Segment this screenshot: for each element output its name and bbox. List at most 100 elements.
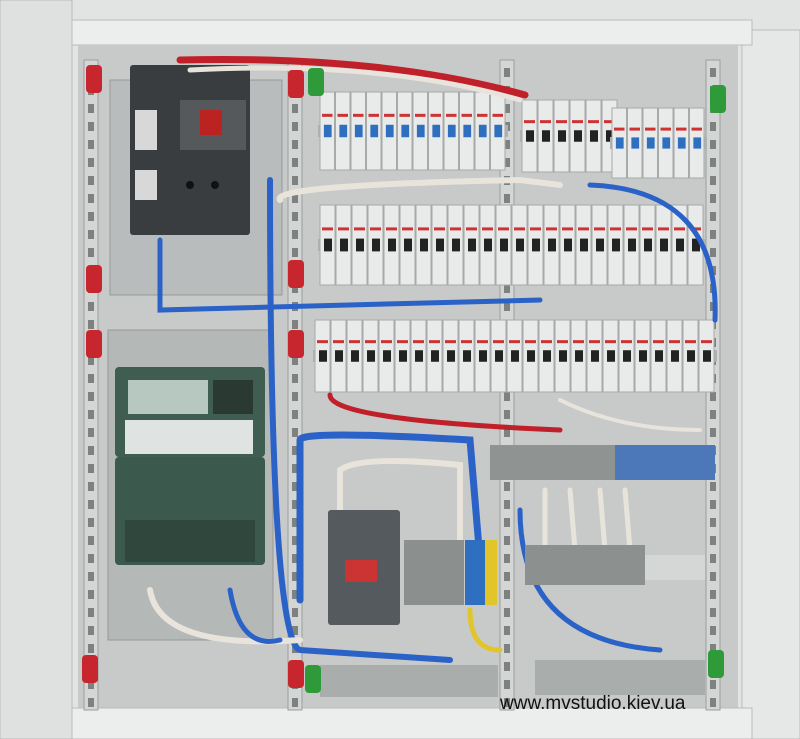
breaker-toggle — [671, 350, 679, 362]
rail-slot — [710, 536, 716, 545]
breaker-label-strip — [466, 227, 477, 231]
rail-slot — [504, 608, 510, 617]
breaker-label-strip — [482, 227, 493, 231]
breaker-label-strip — [658, 227, 669, 231]
breaker-label-strip — [430, 113, 441, 117]
breaker-label-strip — [514, 227, 525, 231]
breaker-toggle — [606, 130, 614, 142]
rail-slot — [292, 698, 298, 707]
breaker-label-strip — [572, 120, 583, 124]
left-door — [0, 0, 73, 739]
breaker-label-strip — [605, 340, 616, 344]
rail-slot — [504, 194, 510, 203]
top-frame — [71, 19, 753, 46]
rail-slot — [292, 572, 298, 581]
rail-slot — [292, 464, 298, 473]
rail-slot — [504, 572, 510, 581]
rail-slot — [292, 626, 298, 635]
rail-slot — [88, 446, 94, 455]
breaker-label-strip — [645, 127, 656, 131]
rail-slot — [88, 122, 94, 131]
breaker-label-strip — [610, 227, 621, 231]
rail-slot — [504, 302, 510, 311]
rail-slot — [710, 644, 716, 653]
breaker-label-strip — [676, 127, 687, 131]
breaker-label-strip — [333, 340, 344, 344]
rail-slot — [88, 104, 94, 113]
rail-slot — [88, 608, 94, 617]
breaker-toggle — [335, 350, 343, 362]
rail-end-clamp — [708, 650, 724, 678]
rail-slot — [292, 176, 298, 185]
rail-slot — [504, 410, 510, 419]
rail-slot — [292, 194, 298, 203]
breaker-toggle — [478, 124, 487, 138]
rail-slot — [292, 608, 298, 617]
rail-slot — [292, 410, 298, 419]
rail-slot — [88, 518, 94, 527]
breaker-toggle — [484, 238, 492, 252]
breaker-toggle — [420, 238, 428, 252]
breaker-label-strip — [573, 340, 584, 344]
rail-slot — [504, 590, 510, 599]
rail-end-clamp — [86, 265, 102, 293]
breaker-toggle — [447, 124, 456, 138]
rail-slot — [710, 554, 716, 563]
breaker-label-strip — [594, 227, 605, 231]
din-rail — [83, 59, 99, 711]
breaker-label-strip — [509, 340, 520, 344]
breaker-toggle — [687, 350, 695, 362]
breaker-toggle — [431, 350, 439, 362]
breaker-label-strip — [701, 340, 712, 344]
breaker-toggle — [416, 124, 425, 138]
rail-slot — [88, 644, 94, 653]
breaker-label-strip — [589, 340, 600, 344]
breaker-toggle — [612, 238, 620, 252]
rail-slot — [710, 428, 716, 437]
lower-devices — [320, 445, 715, 697]
breaker-label-strip — [446, 113, 457, 117]
rail-slot — [292, 518, 298, 527]
breaker-label-strip — [445, 340, 456, 344]
breaker-toggle — [367, 350, 375, 362]
breaker-label-strip — [669, 340, 680, 344]
rail-slot — [292, 446, 298, 455]
breaker-toggle — [516, 238, 524, 252]
rail-slot — [292, 122, 298, 131]
rail-slot — [88, 590, 94, 599]
breaker-label-strip — [524, 120, 535, 124]
rail-slot — [88, 230, 94, 239]
breaker-label-strip — [429, 340, 440, 344]
breaker-toggle — [323, 124, 332, 138]
rail-end-clamp — [288, 260, 304, 288]
rail-slot — [292, 104, 298, 113]
rail-slot — [504, 518, 510, 527]
breaker-label-strip — [477, 340, 488, 344]
breaker-toggle — [548, 238, 556, 252]
breaker-toggle — [356, 238, 364, 252]
rail-slot — [292, 374, 298, 383]
main-breaker — [130, 65, 250, 235]
rail-slot — [292, 230, 298, 239]
breaker-rows — [313, 91, 717, 393]
rail-end-clamp — [82, 655, 98, 683]
breaker-toggle — [623, 350, 631, 362]
rail-end-clamp — [86, 330, 102, 358]
breaker-toggle — [590, 130, 598, 142]
breaker-toggle — [646, 137, 655, 149]
rail-slot — [88, 212, 94, 221]
breaker-label-strip — [399, 113, 410, 117]
breaker-label-strip — [338, 227, 349, 231]
breaker-label-strip — [450, 227, 461, 231]
rail-slot — [504, 644, 510, 653]
rail-slot — [504, 698, 510, 707]
breaker-toggle — [463, 350, 471, 362]
rail-slot — [504, 680, 510, 689]
breaker-label-strip — [498, 227, 509, 231]
breaker-toggle — [399, 350, 407, 362]
rail-slot — [504, 554, 510, 563]
breaker-label-strip — [562, 227, 573, 231]
wiring — [147, 55, 718, 663]
breaker-toggle — [558, 130, 566, 142]
